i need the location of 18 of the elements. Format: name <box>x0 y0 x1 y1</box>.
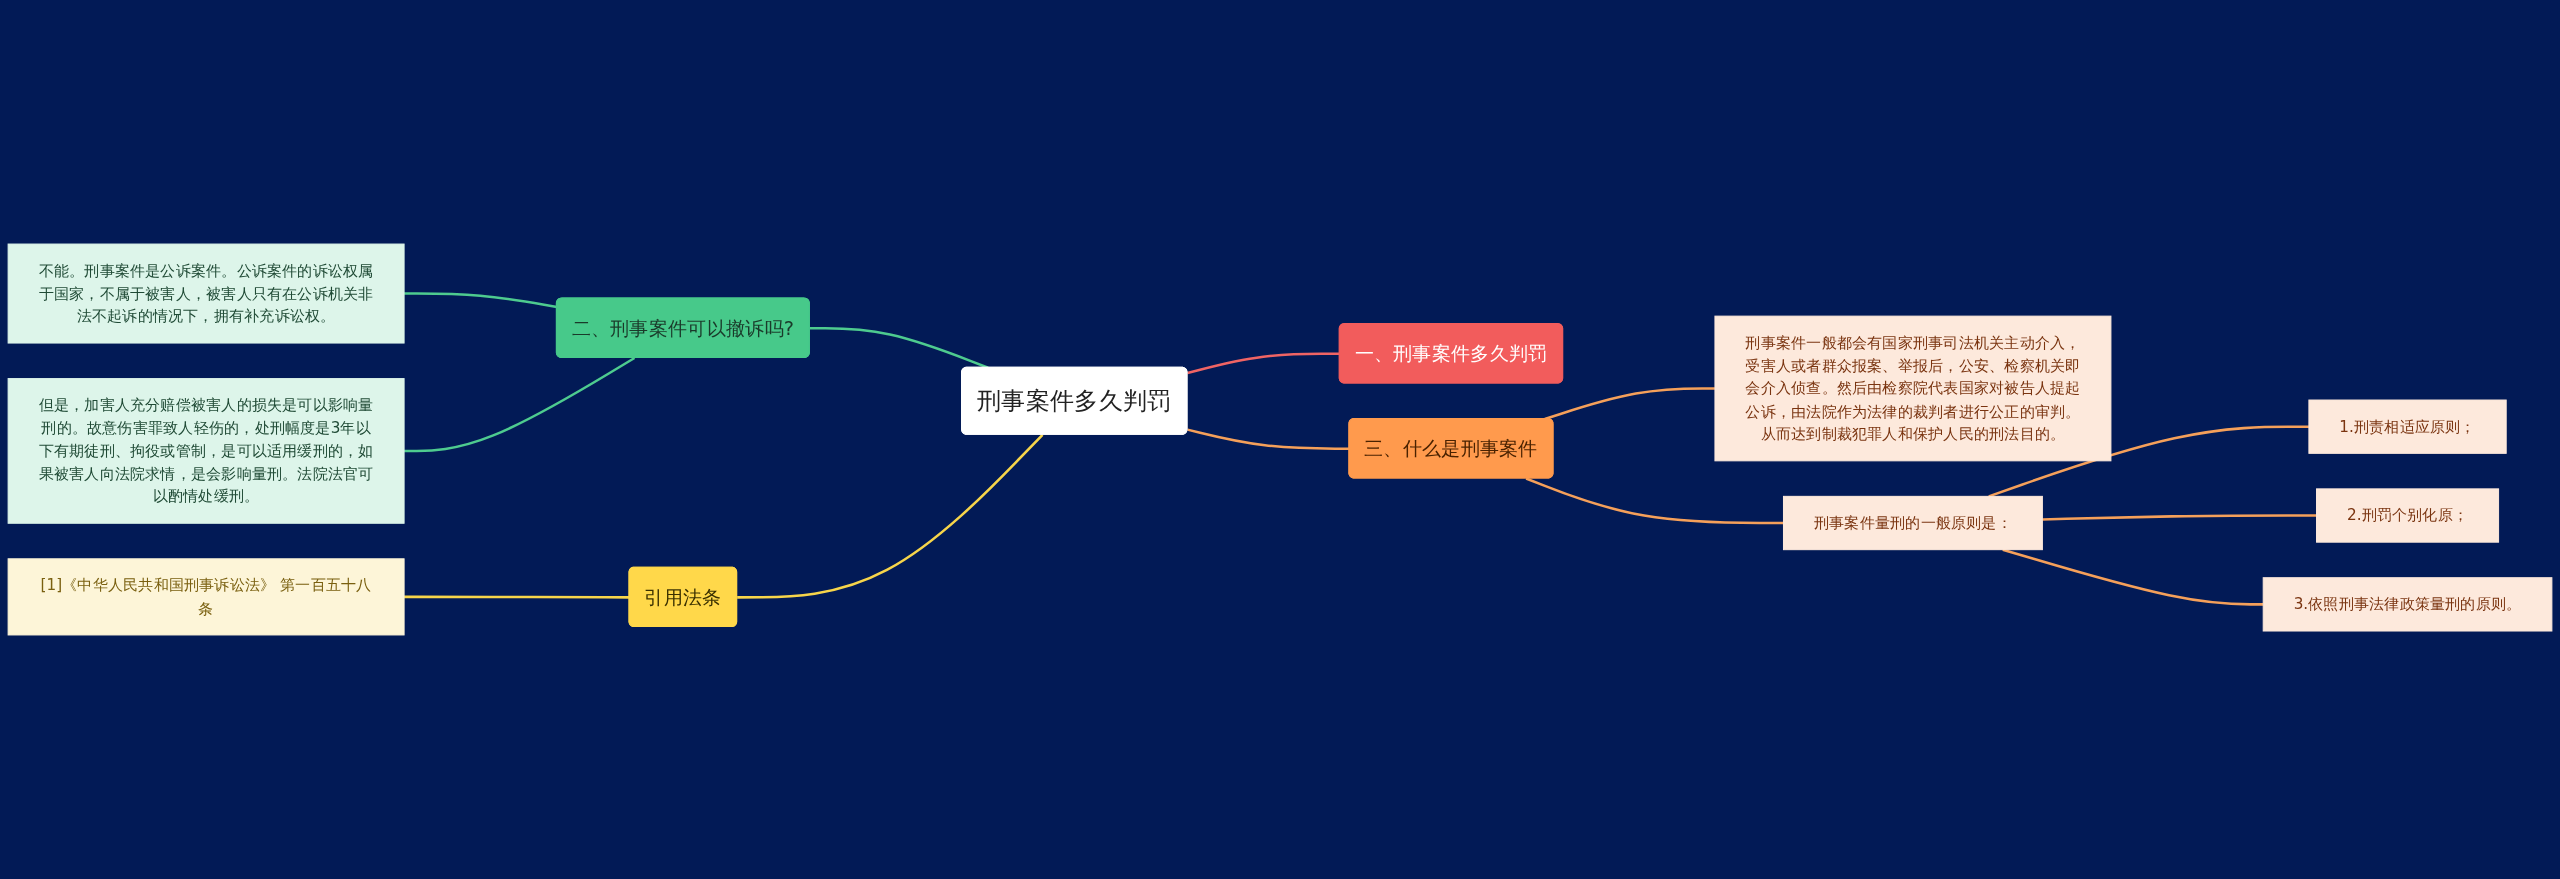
connector <box>1187 352 1340 375</box>
connector <box>404 356 636 453</box>
node-box: 但是，加害人充分赔偿被害人的损失是可以影响量刑的。故意伤害罪致人轻伤的，处刑幅度是3年以下有期徒刑、拘役或管制，是可以适用缓刑的，如果被害人向法院求情，是会影响量刑。法院法官可以酌情处缓刑。 <box>7 378 405 524</box>
node-box: [1]《中华人民共和国刑事诉讼法》 第一百五十八条 <box>7 558 405 636</box>
node-box: 2.刑罚个别化原； <box>2316 488 2500 543</box>
connector <box>1544 387 1715 421</box>
connector <box>2042 514 2317 521</box>
connector <box>2002 548 2264 606</box>
node-box: 3.依照刑事法律政策量刑的原则。 <box>2262 577 2553 632</box>
node-box: 刑事案件量刑的一般原则是： <box>1782 495 2043 551</box>
connector <box>404 595 630 599</box>
node-box: 不能。刑事案件是公诉案件。公诉案件的诉讼权属于国家，不属于被害人，被害人只有在公诉机关非法不起诉的情况下，拥有补充诉讼权。 <box>7 243 405 344</box>
connector <box>809 326 989 369</box>
node-box: 刑事案件一般都会有国家刑事司法机关主动介入，受害人或者群众报案、举报后，公安、检察机关即会介入侦查。然后由检察院代表国家对被告人提起公诉，由法院作为法律的裁判者进行公正的审判。从而达到制裁犯罪人和保护人民的刑法目的。 <box>1714 315 2112 462</box>
node-box: 1.刑责相适应原则； <box>2308 399 2507 454</box>
connector <box>737 433 1044 599</box>
connector <box>1988 425 2309 498</box>
connector <box>1525 477 1784 525</box>
